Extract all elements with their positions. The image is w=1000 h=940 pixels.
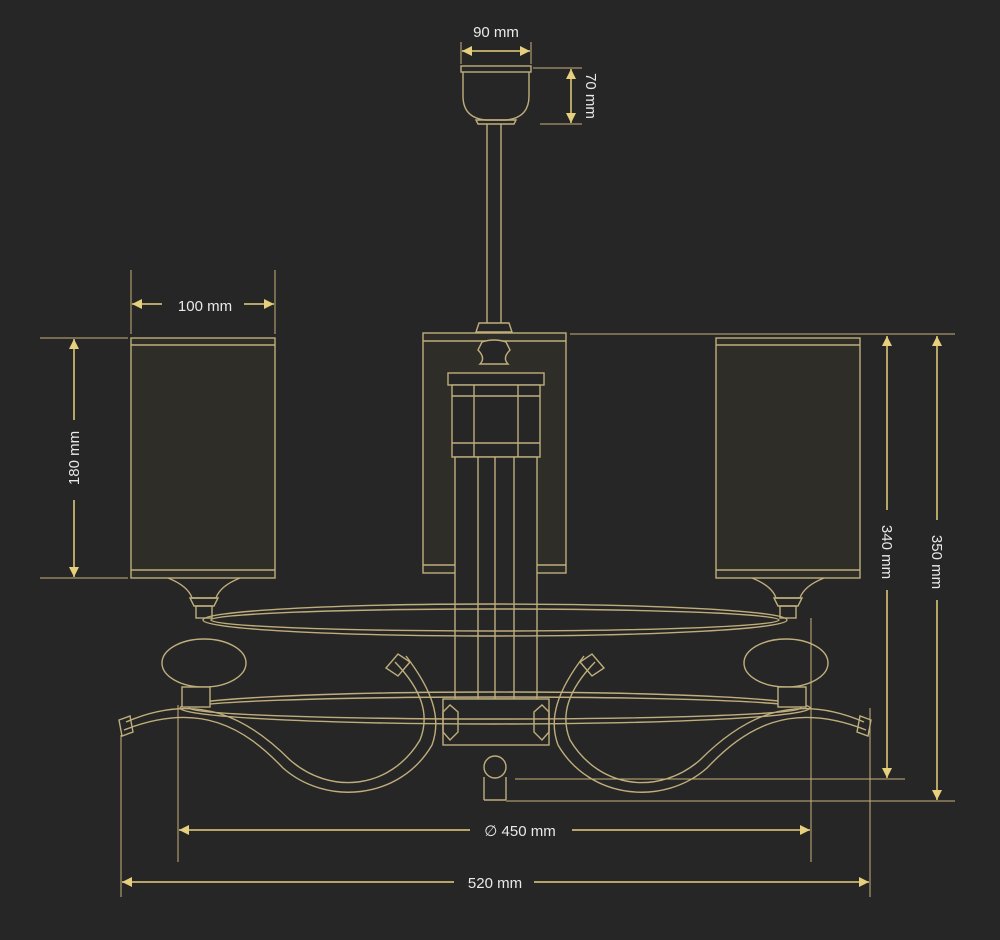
label-backdrop — [64, 420, 84, 500]
dimension-labels: 90 mm 70 mm 100 mm 180 mm 340 mm 350 mm … — [64, 21, 947, 892]
label-backdrop — [162, 296, 244, 316]
down-rod — [452, 124, 536, 339]
label-backdrop — [470, 820, 572, 840]
left-shade — [130, 337, 276, 708]
shade-height-label: 180 mm — [66, 431, 83, 485]
right-arm — [553, 653, 872, 793]
ring-diameter-label: ∅ 450 mm — [484, 823, 555, 840]
left-arm — [118, 653, 437, 793]
overall-height-label: 350 mm — [928, 535, 945, 589]
label-backdrop — [877, 510, 897, 590]
canopy-height-label: 70 mm — [582, 73, 599, 119]
central-column — [442, 339, 550, 801]
height-340-label: 340 mm — [878, 525, 895, 579]
right-shade — [715, 337, 861, 708]
chandelier-outline — [118, 65, 872, 801]
canopy-width-label: 90 mm — [473, 24, 519, 41]
label-backdrop — [462, 21, 530, 41]
label-backdrop — [927, 520, 947, 600]
shade-width-label: 100 mm — [178, 298, 232, 315]
overall-width-label: 520 mm — [468, 875, 522, 892]
ceiling-canopy — [460, 65, 532, 125]
upper-ring — [202, 603, 788, 637]
label-backdrop — [454, 872, 534, 892]
